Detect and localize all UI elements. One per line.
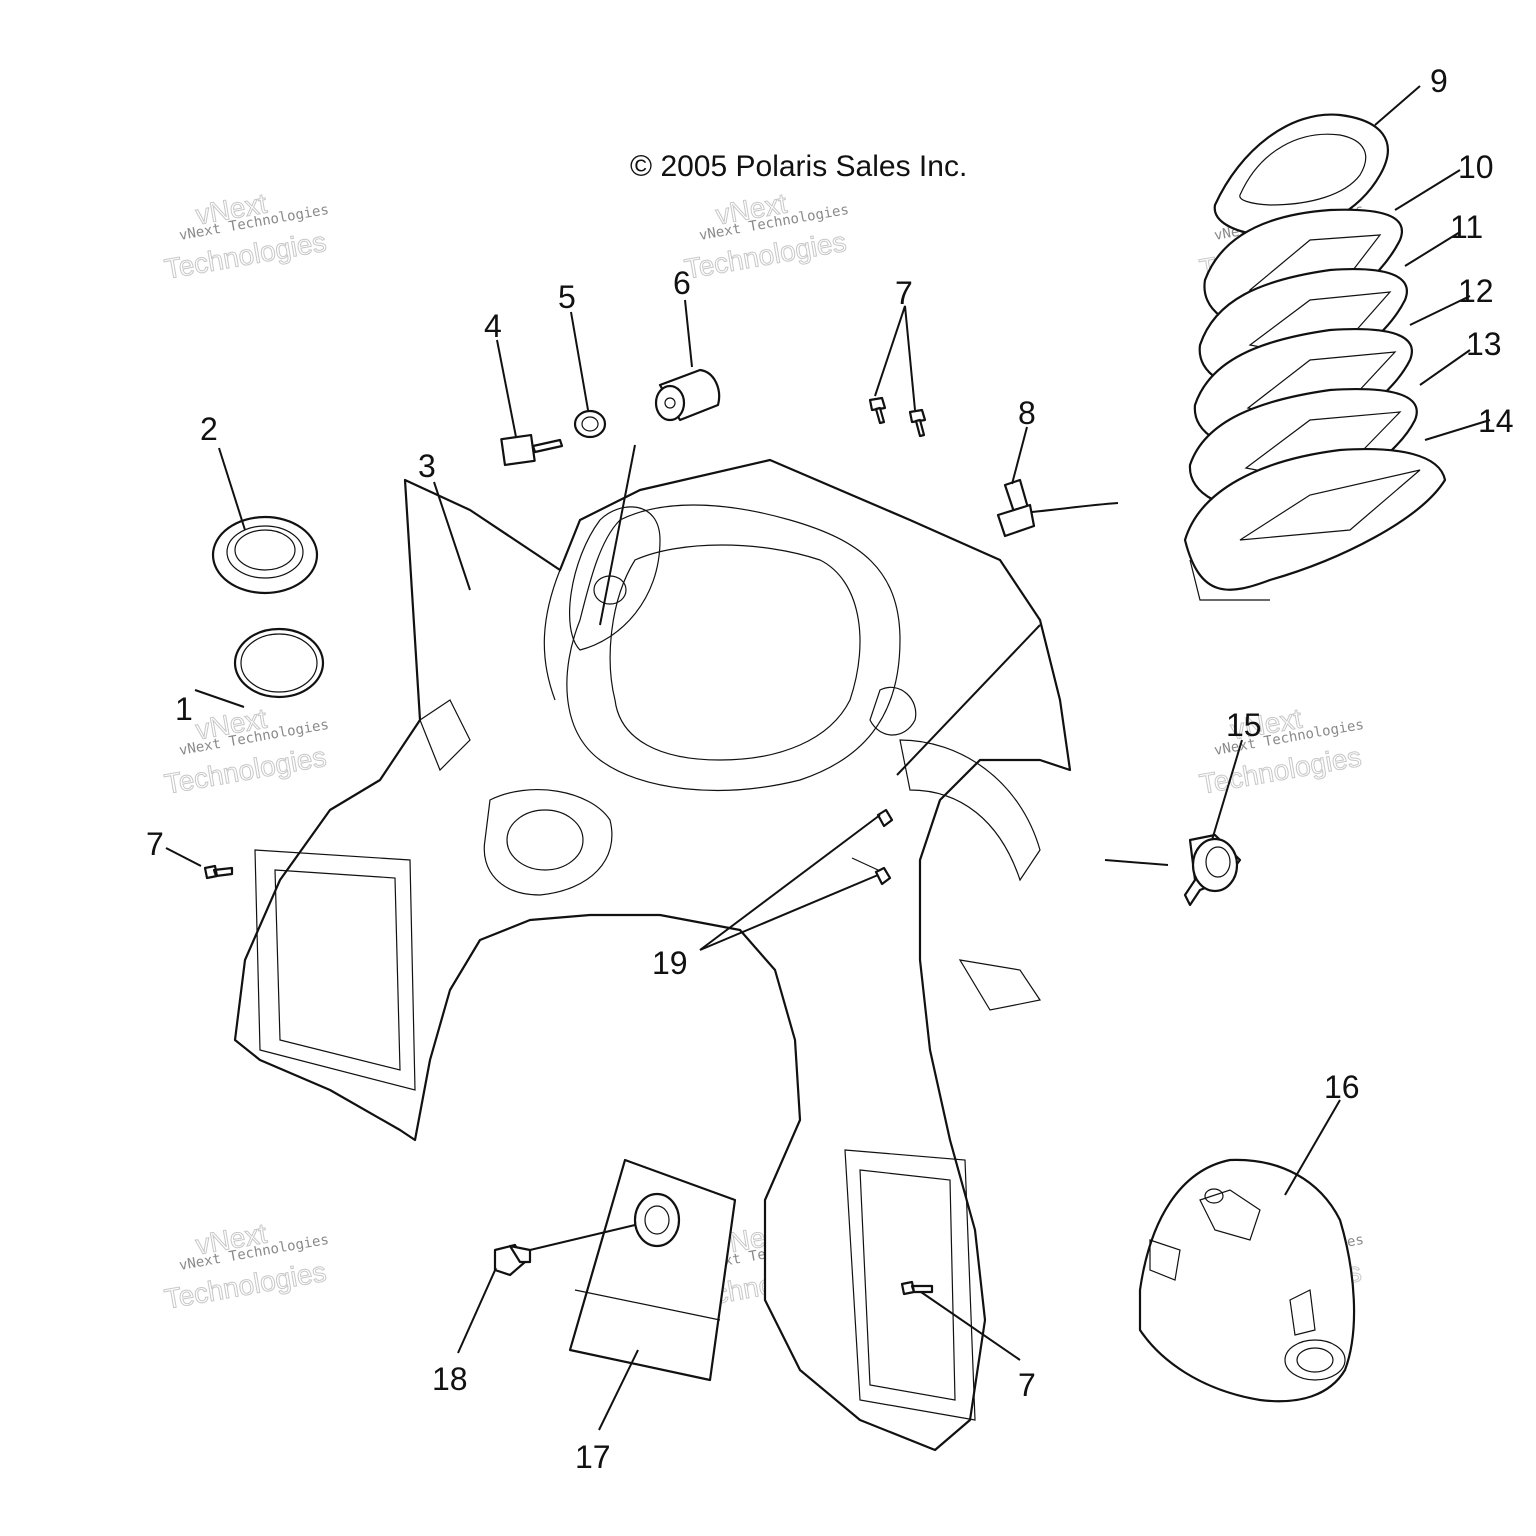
callout-15: 15: [1226, 707, 1262, 743]
callout-7-bottom: 7: [1018, 1367, 1036, 1403]
callout-14: 14: [1478, 403, 1514, 439]
callout-2: 2: [200, 411, 218, 447]
part-2-bezel-ring: [211, 515, 319, 595]
part-19-push-pins: [851, 808, 894, 886]
part-7-screw-left: [203, 864, 234, 880]
part-17-access-panel: [568, 1158, 737, 1382]
part-8-harness: [996, 478, 1119, 538]
callout-18: 18: [432, 1361, 468, 1397]
callout-19: 19: [652, 945, 688, 981]
part-4-key: [500, 433, 564, 467]
copyright-text: © 2005 Polaris Sales Inc.: [630, 150, 968, 183]
part-14-gauge-trim: [1183, 447, 1447, 601]
callout-3: 3: [418, 448, 436, 484]
callout-17: 17: [575, 1439, 611, 1475]
callout-10: 10: [1458, 149, 1494, 185]
callout-11: 11: [1450, 209, 1483, 245]
callout-13: 13: [1466, 326, 1502, 362]
part-16-side-cover: [1138, 1158, 1356, 1403]
callout-numbers: 1 2 3 4 5 6 7 7 7 8 9 10 11 12 13 14 15 …: [146, 63, 1514, 1475]
callout-12: 12: [1458, 273, 1494, 309]
callout-6: 6: [673, 265, 691, 301]
part-7-screws-top: [868, 396, 927, 438]
callout-1: 1: [175, 691, 193, 727]
part-15-grommet: [1183, 833, 1242, 907]
part-1-o-ring: [233, 627, 325, 699]
part-6-ignition-switch: [654, 368, 721, 422]
part-5-nut: [573, 409, 607, 439]
callout-8: 8: [1018, 395, 1036, 431]
part-18-plug: [493, 1243, 532, 1277]
callout-5: 5: [558, 279, 576, 315]
callout-7-top: 7: [895, 275, 913, 311]
callout-9: 9: [1430, 63, 1448, 99]
callout-7-left: 7: [146, 826, 164, 862]
callout-4: 4: [484, 308, 502, 344]
part-3-hood-body: [233, 458, 1072, 1452]
callout-16: 16: [1324, 1069, 1360, 1105]
part-7-screw-bottom: [900, 1280, 934, 1296]
leader-lines: [165, 85, 1491, 1431]
